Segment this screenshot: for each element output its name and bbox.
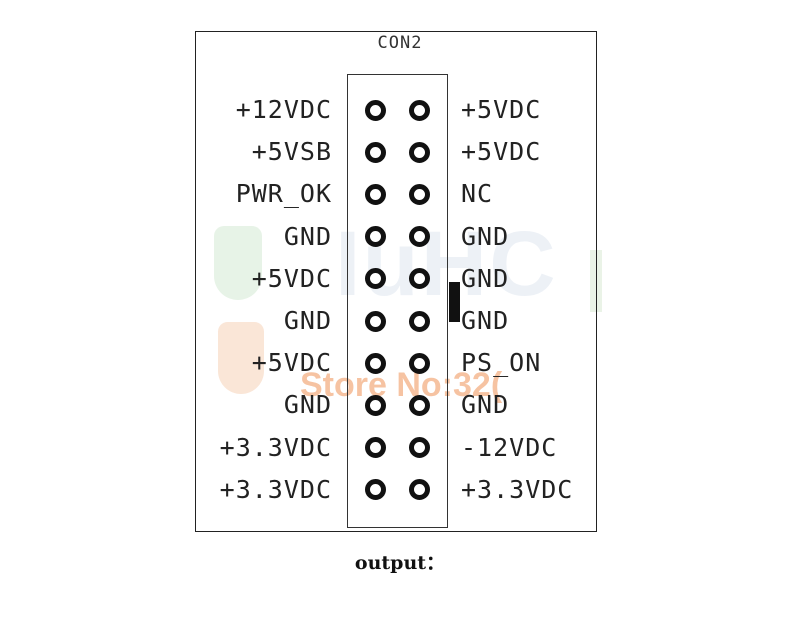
pin-label-left: +3.3VDC <box>219 474 332 504</box>
pin-label-left: +5VDC <box>251 263 332 293</box>
connector-title: CON2 <box>377 33 423 53</box>
pin-left-7 <box>364 352 386 374</box>
pin-label-right: +5VDC <box>461 137 542 167</box>
pin-label-right: GND <box>461 306 510 335</box>
pin-label-left: +5VSB <box>251 137 332 167</box>
pin-right-1 <box>408 99 430 121</box>
pin-label-left: GND <box>283 221 332 251</box>
pin-label-right: +5VDC <box>461 95 542 124</box>
pin-label-left: +3.3VDC <box>219 432 332 462</box>
pin-label-right: +3.3VDC <box>461 474 574 504</box>
connector-key-notch <box>449 282 460 322</box>
pin-left-1 <box>364 99 386 121</box>
pin-label-left: GND <box>283 306 332 335</box>
pin-label-left: +5VDC <box>251 348 332 378</box>
pin-label-right: PS_ON <box>461 348 542 378</box>
pin-left-10 <box>364 479 386 501</box>
pin-label-right: GND <box>461 390 510 420</box>
pin-left-2 <box>364 141 386 163</box>
pin-label-right: GND <box>461 263 510 293</box>
pin-left-3 <box>364 183 386 205</box>
pin-right-5 <box>408 268 430 290</box>
pin-label-left: PWR_OK <box>235 179 332 209</box>
pin-right-8 <box>408 394 430 416</box>
pin-right-9 <box>408 437 430 459</box>
pin-right-6 <box>408 310 430 332</box>
pin-left-9 <box>364 437 386 459</box>
pin-right-7 <box>408 352 430 374</box>
connector-header-outline <box>347 74 448 528</box>
pin-label-right: -12VDC <box>461 432 558 462</box>
pin-label-left: +12VDC <box>235 95 332 124</box>
output-caption: output： <box>354 552 446 574</box>
pin-right-3 <box>408 183 430 205</box>
pin-label-right: NC <box>461 179 494 209</box>
diagram-frame <box>195 31 597 532</box>
pin-right-4 <box>408 226 430 248</box>
pin-right-2 <box>408 141 430 163</box>
pin-label-left: GND <box>283 390 332 420</box>
pin-left-6 <box>364 310 386 332</box>
pin-right-10 <box>408 479 430 501</box>
pin-left-8 <box>364 394 386 416</box>
pin-left-4 <box>364 226 386 248</box>
pin-label-right: GND <box>461 221 510 251</box>
pin-left-5 <box>364 268 386 290</box>
